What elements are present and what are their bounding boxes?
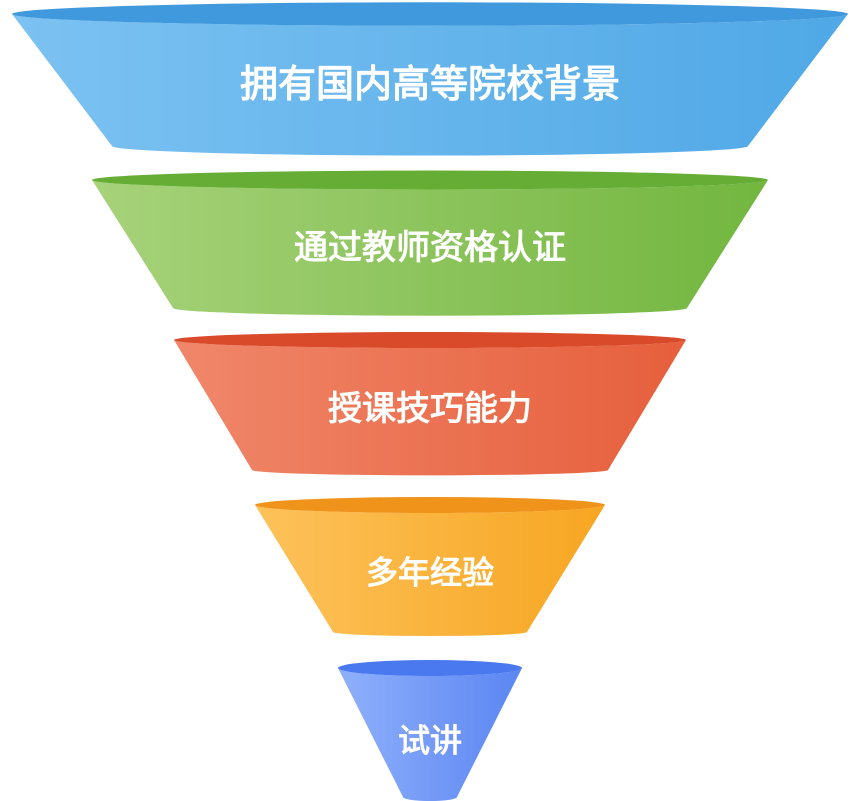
funnel-stage-5-body <box>338 668 522 801</box>
funnel-stage-3-body <box>174 340 686 476</box>
funnel-stage-2-rim <box>92 170 768 190</box>
funnel-stage-4-label: 多年经验 <box>366 554 494 592</box>
funnel-stage-1: 拥有国内高等院校背景 <box>12 2 848 156</box>
funnel-stage-1-body <box>12 14 848 156</box>
funnel-stage-5: 试讲 <box>338 660 522 801</box>
funnel-stage-3: 授课技巧能力 <box>174 332 686 476</box>
funnel-stage-4-body <box>255 505 605 636</box>
funnel-stage-2-label: 通过教师资格认证 <box>294 228 566 268</box>
funnel-stage-1-rim <box>12 2 848 26</box>
funnel-stage-4: 多年经验 <box>255 497 605 636</box>
funnel-stage-4-rim <box>255 497 605 513</box>
funnel-stage-1-label: 拥有国内高等院校背景 <box>240 62 620 106</box>
funnel-stage-3-label: 授课技巧能力 <box>328 389 532 429</box>
funnel-stage-3-rim <box>174 332 686 348</box>
funnel-stage-2: 通过教师资格认证 <box>92 170 768 316</box>
funnel-stage-5-label: 试讲 <box>398 722 462 760</box>
funnel-stage-2-body <box>92 180 768 316</box>
funnel-stage-5-rim <box>338 660 522 676</box>
